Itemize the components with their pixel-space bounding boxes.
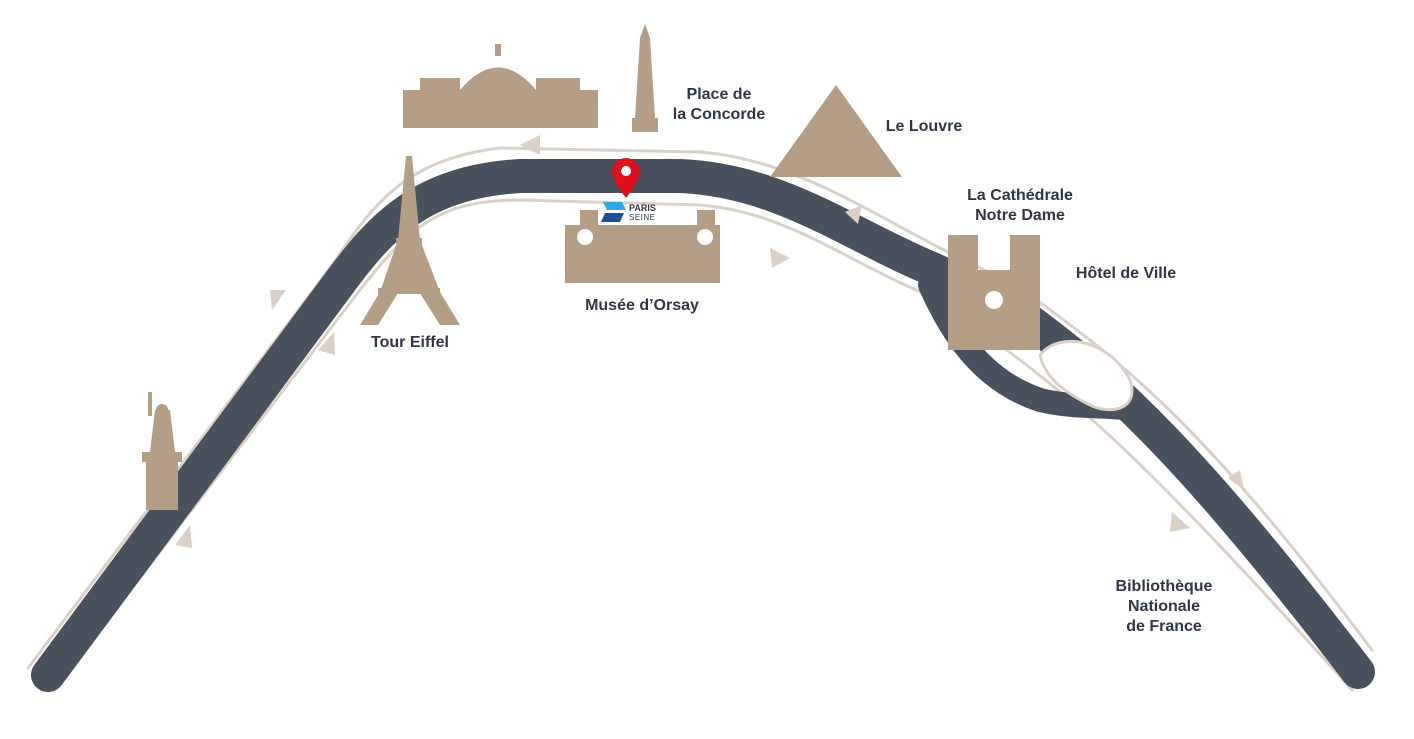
obelisk-icon	[632, 24, 658, 132]
logo-line-2: SEINE	[629, 213, 656, 222]
arrow-icon	[845, 205, 862, 224]
label-hotel-de-ville: Hôtel de Ville	[1060, 264, 1192, 284]
label-le-louvre: Le Louvre	[872, 117, 976, 137]
label-line: Hôtel de Ville	[1075, 265, 1177, 282]
location-pin-icon	[612, 158, 640, 198]
label-line: Place de	[686, 86, 752, 103]
arrow-icon	[520, 135, 540, 155]
arrow-icon	[1228, 470, 1244, 490]
label-line: Musée d’Orsay	[585, 297, 699, 314]
label-line: Bibliothèque	[1115, 578, 1213, 595]
route-outline	[26, 146, 1374, 692]
statue-of-liberty-icon	[142, 392, 182, 510]
eiffel-tower-icon	[360, 156, 460, 325]
arrow-icon	[270, 290, 286, 310]
label-line: La Cathédrale	[967, 187, 1073, 204]
label-line: Notre Dame	[975, 207, 1065, 224]
direction-arrows	[175, 135, 1244, 548]
label-line: Nationale	[1127, 598, 1200, 615]
pyramid-icon	[770, 85, 902, 177]
paris-seine-logo-icon	[601, 202, 626, 222]
label-line: la Concorde	[672, 106, 766, 123]
arrow-icon	[175, 525, 192, 548]
museum-icon	[565, 210, 720, 283]
label-notre-dame: La Cathédrale Notre Dame	[955, 186, 1085, 226]
label-bibliotheque-nationale: Bibliothèque Nationale de France	[1100, 577, 1228, 637]
label-tour-eiffel: Tour Eiffel	[354, 333, 466, 353]
grand-palais-icon	[403, 44, 598, 128]
paris-seine-logo: PARIS SEINE	[629, 203, 656, 223]
label-line: Le Louvre	[885, 118, 963, 135]
label-musee-d-orsay: Musée d’Orsay	[570, 296, 714, 316]
label-place-de-la-concorde: Place de la Concorde	[664, 85, 774, 125]
arrow-icon	[1170, 512, 1190, 532]
arrow-icon	[318, 332, 335, 355]
cathedral-icon	[948, 235, 1040, 350]
logo-line-1: PARIS	[629, 203, 656, 213]
label-line: Tour Eiffel	[371, 334, 449, 351]
label-line: de France	[1126, 618, 1202, 635]
arrow-icon	[770, 248, 790, 268]
river-island	[1038, 339, 1134, 412]
